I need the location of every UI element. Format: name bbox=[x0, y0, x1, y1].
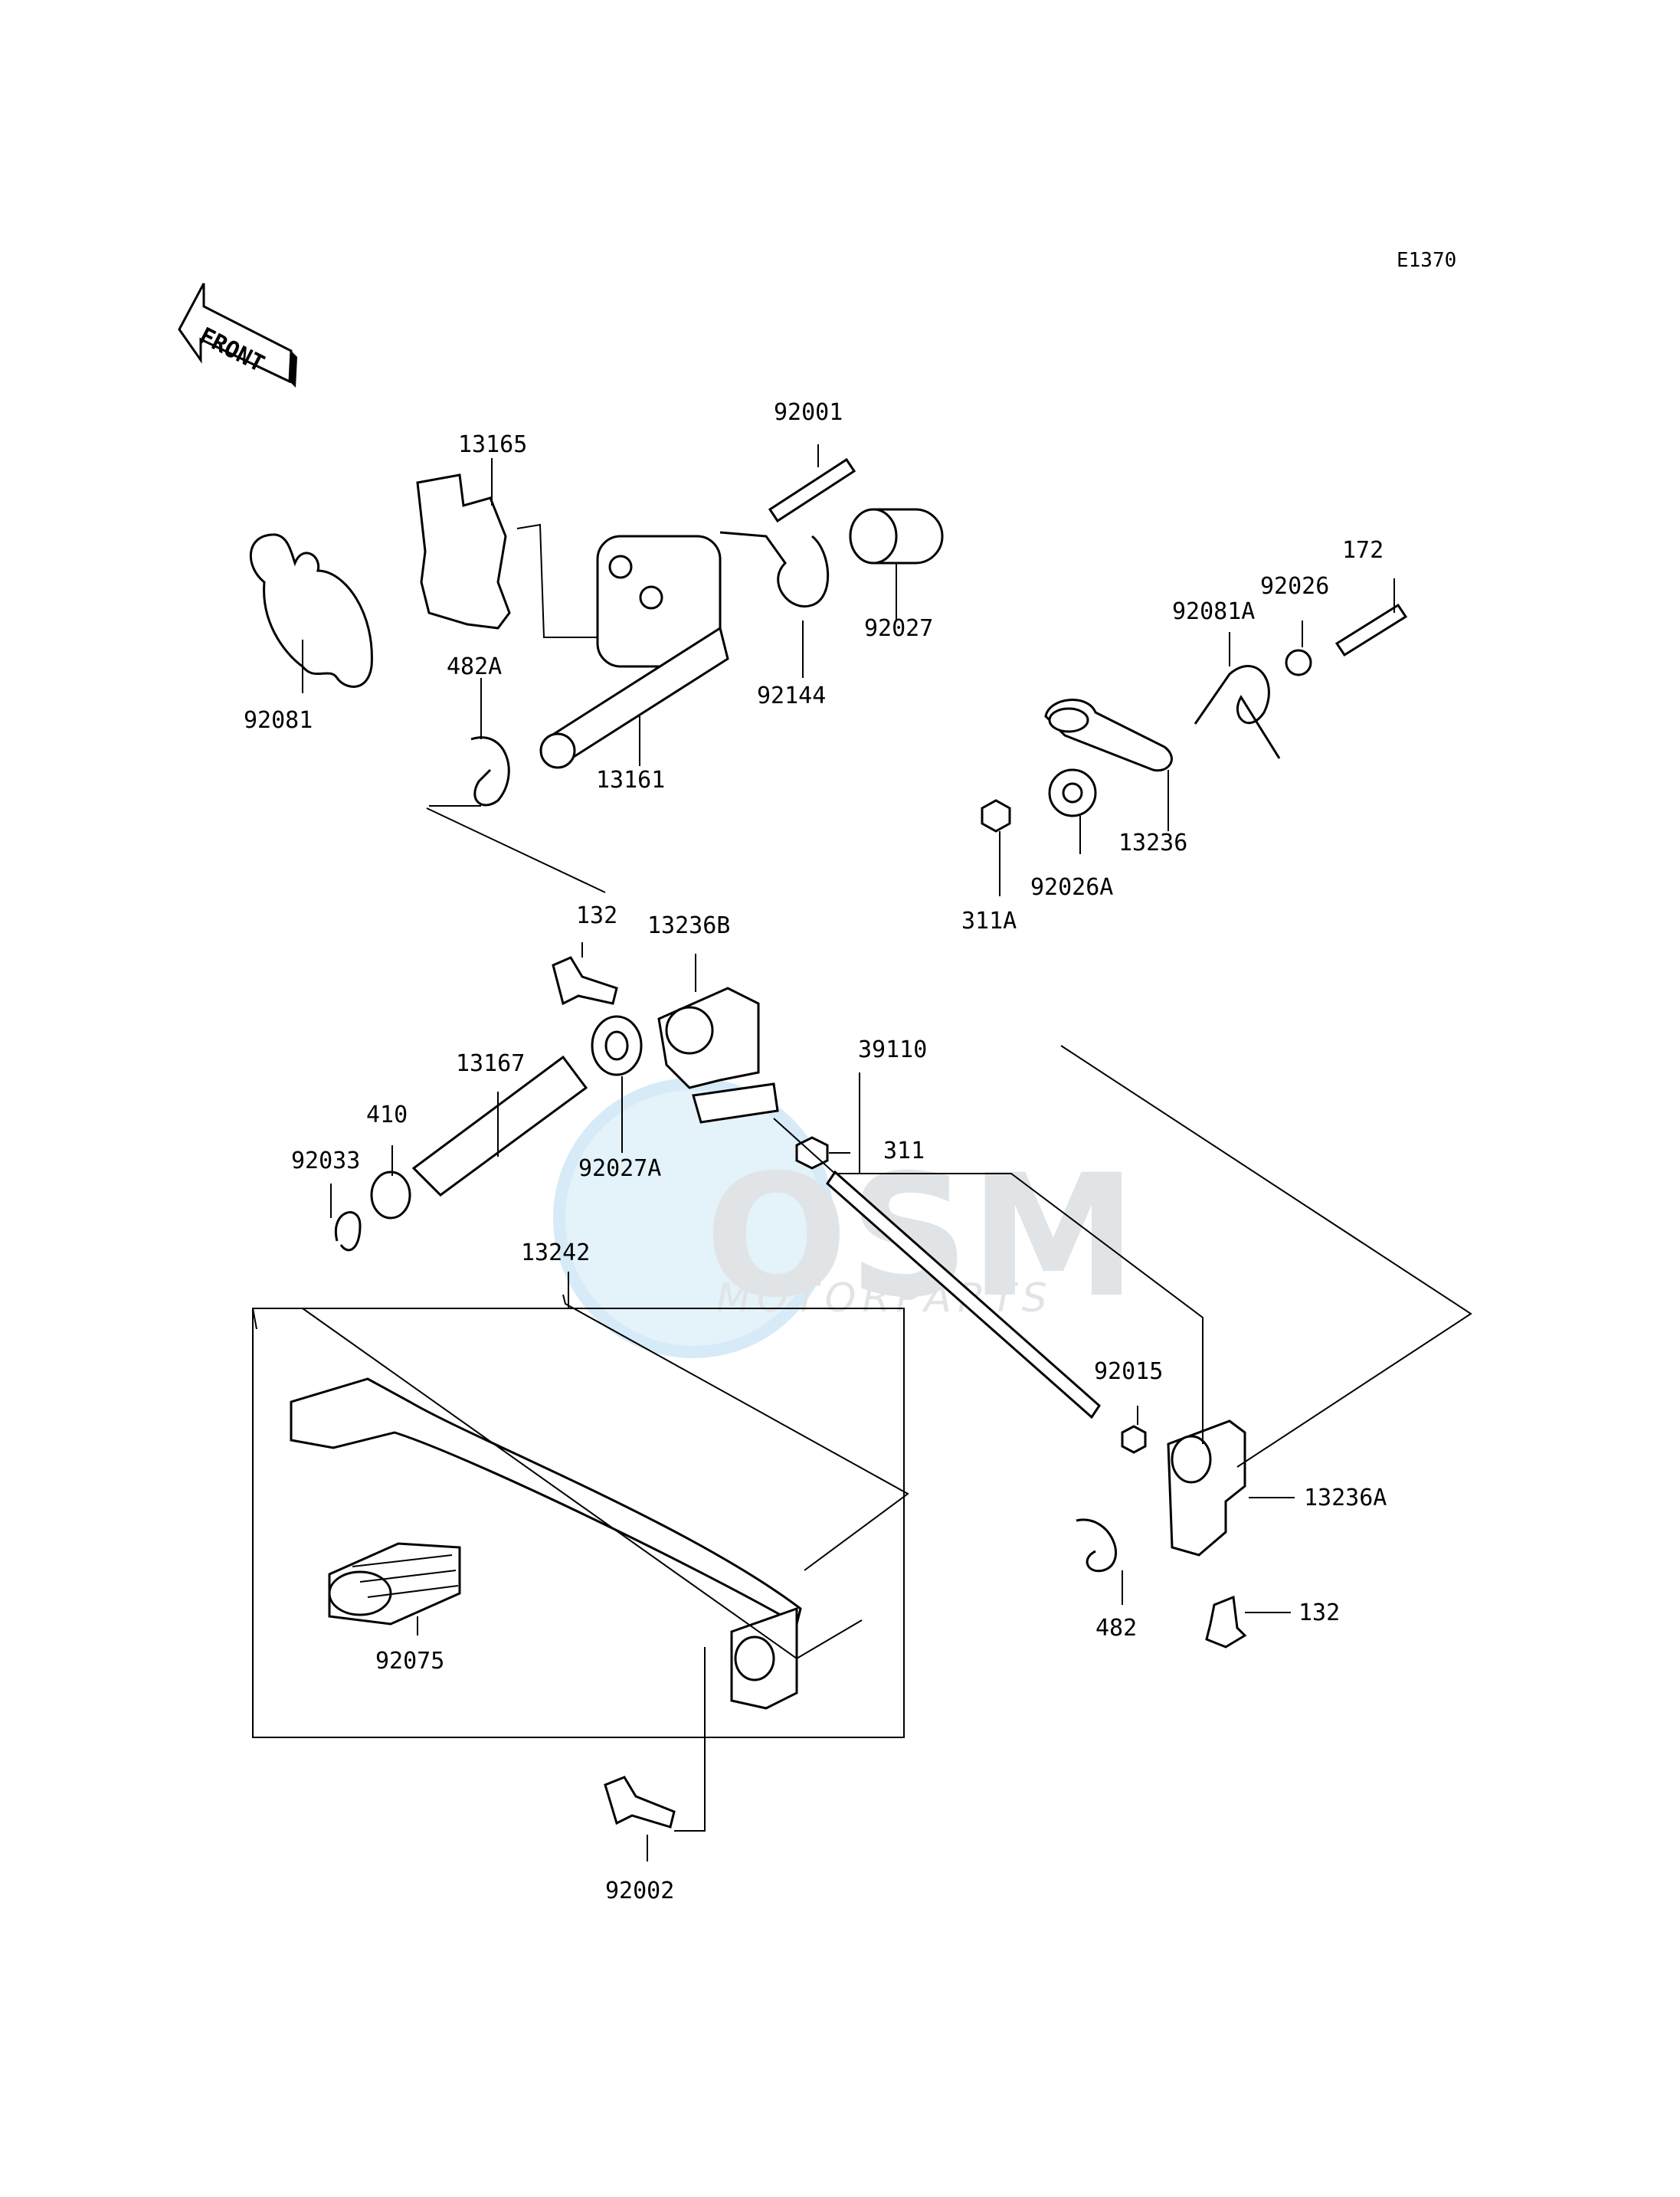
circlip-482A-icon bbox=[470, 736, 510, 807]
label-39110[interactable]: 39110 bbox=[858, 1036, 927, 1063]
label-13165[interactable]: 13165 bbox=[458, 431, 527, 458]
diagram-code: E1370 bbox=[1397, 249, 1456, 272]
gasket-92081-icon bbox=[249, 533, 373, 688]
label-13161[interactable]: 13161 bbox=[596, 767, 665, 794]
label-132-top[interactable]: 132 bbox=[576, 902, 617, 929]
label-13236[interactable]: 13236 bbox=[1118, 830, 1187, 856]
label-13242[interactable]: 13242 bbox=[521, 1239, 590, 1266]
label-92026[interactable]: 92026 bbox=[1260, 573, 1329, 600]
pin-92001-icon bbox=[768, 457, 856, 523]
label-92001[interactable]: 92001 bbox=[774, 399, 843, 426]
label-482[interactable]: 482 bbox=[1095, 1615, 1137, 1642]
plate-13165-icon bbox=[416, 473, 511, 630]
label-92027[interactable]: 92027 bbox=[864, 615, 933, 642]
spring-92144-icon bbox=[719, 531, 830, 608]
bolt-132-top-icon bbox=[552, 956, 618, 1006]
bolt-132-bottom-icon bbox=[1205, 1595, 1247, 1649]
label-13236B[interactable]: 13236B bbox=[647, 912, 730, 939]
label-311A[interactable]: 311A bbox=[961, 908, 1017, 935]
label-92081A[interactable]: 92081A bbox=[1172, 598, 1255, 625]
label-311[interactable]: 311 bbox=[883, 1138, 925, 1164]
stud-172-icon bbox=[1335, 603, 1408, 657]
shaft-13161-icon bbox=[539, 535, 729, 769]
arm-13236-icon bbox=[1044, 699, 1173, 772]
label-172[interactable]: 172 bbox=[1342, 537, 1384, 564]
shaft-13167-icon bbox=[411, 1055, 588, 1197]
label-92075[interactable]: 92075 bbox=[375, 1648, 444, 1675]
rubber-92075-icon bbox=[328, 1542, 461, 1626]
label-92027A[interactable]: 92027A bbox=[578, 1155, 661, 1182]
watermark-brand: OSM bbox=[705, 1138, 1137, 1334]
label-92033[interactable]: 92033 bbox=[291, 1148, 360, 1174]
label-13236A[interactable]: 13236A bbox=[1304, 1485, 1387, 1511]
part-labels: 92001 13165 92081 482A 13161 92144 92027… bbox=[244, 399, 1387, 1904]
label-92026A[interactable]: 92026A bbox=[1030, 874, 1113, 901]
clamp-13236B-icon bbox=[657, 987, 779, 1124]
watermark-sub: MOTORPARTS bbox=[716, 1275, 1053, 1321]
label-92144[interactable]: 92144 bbox=[757, 683, 826, 709]
circlip-482-icon bbox=[1076, 1518, 1117, 1573]
label-92081[interactable]: 92081 bbox=[244, 707, 313, 734]
label-410[interactable]: 410 bbox=[366, 1102, 408, 1128]
rod-39110-icon bbox=[826, 1170, 1101, 1419]
clamp-13236A-icon bbox=[1167, 1419, 1246, 1557]
label-132-bottom[interactable]: 132 bbox=[1298, 1599, 1340, 1626]
front-arrow-icon: FRONT bbox=[178, 283, 297, 388]
label-13167[interactable]: 13167 bbox=[456, 1050, 525, 1077]
spring-92081A-icon bbox=[1194, 665, 1281, 759]
nut-92015-icon bbox=[1121, 1425, 1147, 1454]
leader-lines bbox=[252, 444, 1472, 1861]
washer-410-icon bbox=[370, 1171, 411, 1220]
pedal-13242-icon bbox=[290, 1377, 802, 1710]
bolt-92002-icon bbox=[604, 1776, 676, 1829]
label-92015[interactable]: 92015 bbox=[1094, 1358, 1163, 1385]
circlip-92033-icon bbox=[334, 1211, 362, 1252]
nut-311A-icon bbox=[981, 799, 1011, 833]
washer-92026-icon bbox=[1285, 649, 1312, 676]
label-482A[interactable]: 482A bbox=[447, 653, 502, 680]
collar-92027-icon bbox=[849, 508, 944, 565]
watermark: OSM MOTORPARTS bbox=[553, 1078, 1137, 1358]
label-92002[interactable]: 92002 bbox=[605, 1878, 674, 1904]
